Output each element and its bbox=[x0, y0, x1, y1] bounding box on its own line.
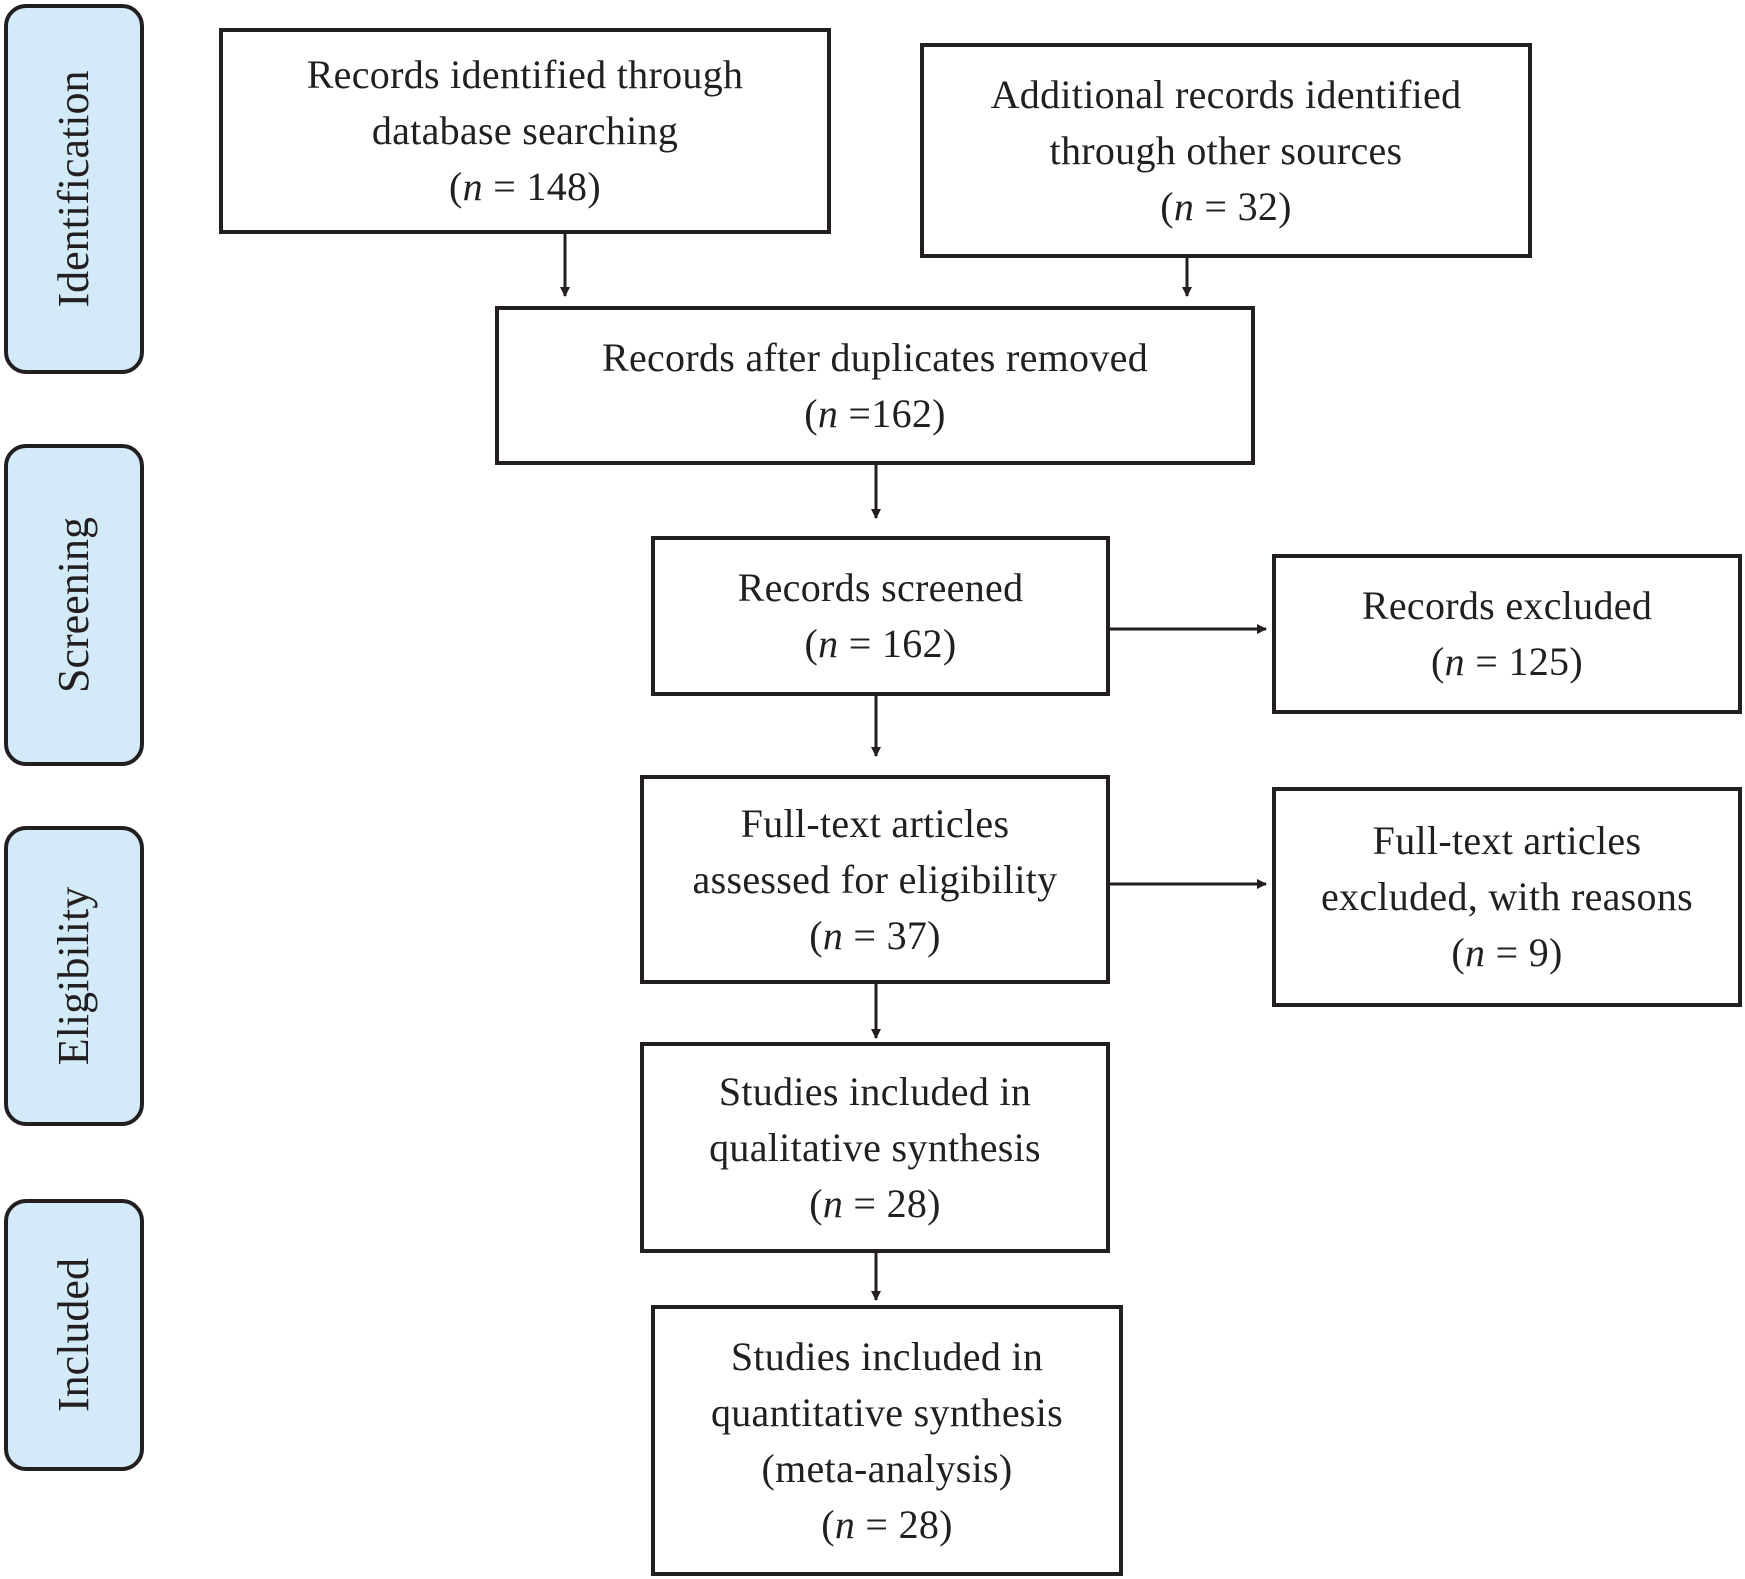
box-qualitative-line-2: qualitative synthesis bbox=[709, 1124, 1041, 1170]
box-records-screened-line-1: Records screened bbox=[737, 565, 1024, 610]
stage-identification-tab: Identification bbox=[4, 4, 144, 374]
box-database-search-count: (n = 148) bbox=[449, 164, 601, 209]
box-after-duplicates-count: (n =162) bbox=[804, 390, 946, 436]
box-qualitative-count: (n = 28) bbox=[809, 1180, 941, 1226]
box-fulltext-excluded-line-1: Full-text articles bbox=[1372, 818, 1642, 863]
stage-included-tab: Included bbox=[4, 1199, 144, 1471]
box-fulltext-excluded-count: (n = 9) bbox=[1451, 930, 1563, 975]
box-after-duplicates-line-1: Records after duplicates removed bbox=[601, 334, 1149, 380]
box-records-excluded-count: (n = 125) bbox=[1431, 639, 1583, 684]
box-fulltext-assessed-line-1: Full-text articles bbox=[740, 800, 1010, 846]
box-after-duplicates: Records after duplicates removed (n =162… bbox=[495, 306, 1255, 465]
box-other-sources-count: (n = 32) bbox=[1160, 183, 1292, 229]
stage-eligibility-tab: Eligibility bbox=[4, 826, 144, 1126]
box-database-search-line-1: Records identified through bbox=[306, 52, 744, 97]
box-database-search-line-2: database searching bbox=[371, 108, 679, 153]
box-fulltext-assessed-count: (n = 37) bbox=[809, 912, 941, 958]
box-fulltext-excluded-line-2: excluded, with reasons bbox=[1320, 874, 1694, 919]
box-records-screened: Records screened (n = 162) bbox=[651, 536, 1110, 696]
box-quantitative-line-1: Studies included in bbox=[730, 1333, 1044, 1379]
box-quantitative-synthesis: Studies included in quantitative synthes… bbox=[651, 1305, 1123, 1576]
box-records-excluded: Records excluded (n = 125) bbox=[1272, 554, 1742, 714]
box-records-screened-count: (n = 162) bbox=[804, 621, 957, 666]
box-other-sources-line-1: Additional records identified bbox=[990, 71, 1462, 117]
stage-screening-tab: Screening bbox=[4, 444, 144, 766]
box-quantitative-line-3: (meta-analysis) bbox=[761, 1445, 1013, 1491]
box-other-sources-line-2: through other sources bbox=[1049, 127, 1403, 173]
box-qualitative-synthesis: Studies included in qualitative synthesi… bbox=[640, 1042, 1110, 1253]
box-qualitative-line-1: Studies included in bbox=[718, 1068, 1032, 1114]
box-fulltext-assessed-line-2: assessed for eligibility bbox=[692, 856, 1058, 902]
box-quantitative-count: (n = 28) bbox=[821, 1501, 953, 1547]
box-records-excluded-line-1: Records excluded bbox=[1361, 583, 1653, 628]
box-fulltext-assessed: Full-text articles assessed for eligibil… bbox=[640, 775, 1110, 984]
box-quantitative-line-2: quantitative synthesis bbox=[710, 1389, 1064, 1435]
box-fulltext-excluded: Full-text articles excluded, with reason… bbox=[1272, 787, 1742, 1007]
box-other-sources: Additional records identified through ot… bbox=[920, 43, 1532, 258]
box-database-search: Records identified through database sear… bbox=[219, 28, 831, 234]
